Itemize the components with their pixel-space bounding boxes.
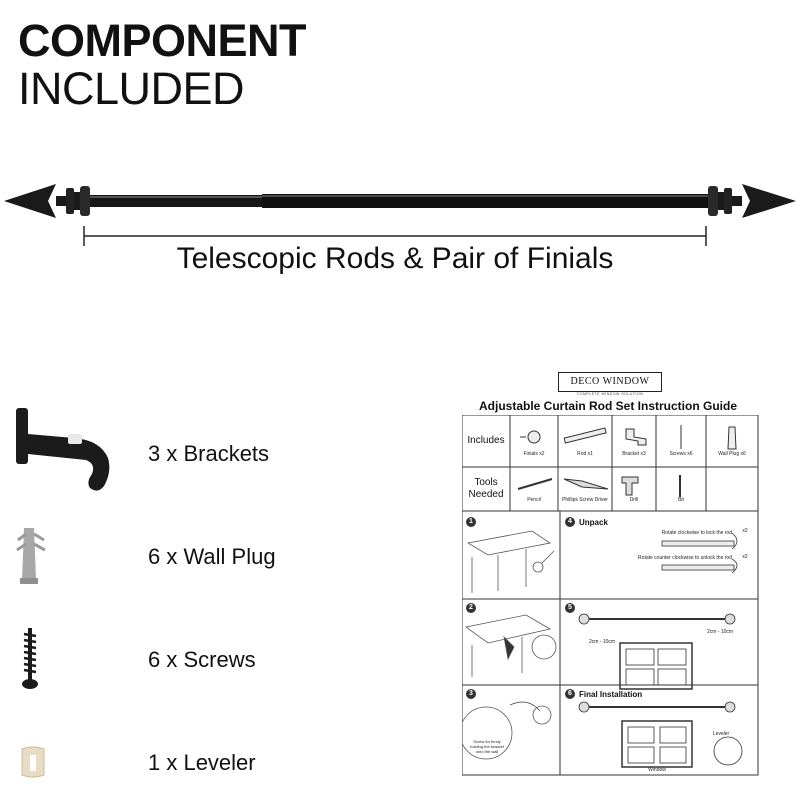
step-4-unlock-count: x2 [742, 554, 748, 560]
step-2-number: 2 [466, 603, 476, 613]
include-item-rod: Rod x1 [577, 451, 593, 457]
tool-item-drill: Drill [629, 497, 639, 503]
inner-rod [262, 194, 708, 208]
component-label-screws: 6 x Screws [148, 647, 256, 672]
left-finial [4, 184, 56, 218]
component-label-leveler: 1 x Leveler [148, 750, 256, 775]
heading-line-1: COMPONENT [18, 15, 307, 66]
step-5-number: 5 [565, 603, 575, 613]
include-item-bracket: Bracket x3 [622, 451, 646, 457]
step-5-right-gap: 2cm - 10cm [706, 629, 734, 635]
tool-item-pencil: Pencil [527, 497, 541, 503]
tools-label: Tools Needed [468, 477, 504, 500]
step-4-title: Unpack [579, 518, 608, 527]
step-4-number: 4 [565, 517, 575, 527]
include-item-wall-plug: Wall Plug x6 [718, 451, 746, 457]
guide-title: Adjustable Curtain Rod Set Instruction G… [478, 399, 737, 413]
bracket-icon [16, 408, 110, 491]
includes-label: Includes [467, 435, 505, 446]
page-heading: COMPONENT INCLUDED [18, 15, 307, 114]
step-3-note: Screw for firmly holding the bracket ont… [470, 739, 504, 754]
instruction-guide: DECO WINDOW COMPLETE WINDOW SOLUTION Adj… [458, 370, 784, 776]
tool-item-screwdriver: Phillips Screw Driver [562, 497, 608, 503]
step-1-number: 1 [466, 517, 476, 527]
screw-icon [22, 628, 38, 689]
step-6-title: Final Installation [579, 690, 643, 699]
heading-line-2: INCLUDED [18, 63, 245, 114]
include-item-screws: Screws x6 [669, 451, 693, 457]
right-finial [742, 184, 796, 218]
step-6-window-label: Window [648, 767, 666, 773]
step-5-left-gap: 2cm - 10cm [588, 639, 616, 645]
step-4-lock-text: Rotate clockwise to lock the rod [661, 530, 732, 536]
brand-logo-subtitle: COMPLETE WINDOW SOLUTION [576, 392, 644, 396]
wall-plug-icon [16, 528, 46, 584]
step-4-unlock-text: Rotate counter clockwise to unlock the r… [638, 555, 732, 561]
tool-item-bit: Bit [678, 497, 684, 503]
step-6-leveler-label: Leveler [712, 731, 730, 737]
step-4-lock-count: x2 [742, 528, 748, 534]
guide-table-lines [462, 415, 759, 776]
step-3-number: 3 [466, 689, 476, 699]
telescopic-rod-illustration [4, 184, 796, 246]
step-6-number: 6 [565, 689, 575, 699]
component-label-wall-plug: 6 x Wall Plug [148, 544, 276, 569]
component-label-brackets: 3 x Brackets [148, 441, 270, 466]
leveler-icon [21, 746, 45, 778]
include-item-finials: Finials x2 [523, 451, 545, 457]
rod-caption: Telescopic Rods & Pair of Finials [176, 242, 614, 275]
brand-logo: DECO WINDOW [558, 372, 662, 392]
guide-table: Includes Finials x2 Rod x1 Bracket x3 Sc… [462, 415, 759, 776]
